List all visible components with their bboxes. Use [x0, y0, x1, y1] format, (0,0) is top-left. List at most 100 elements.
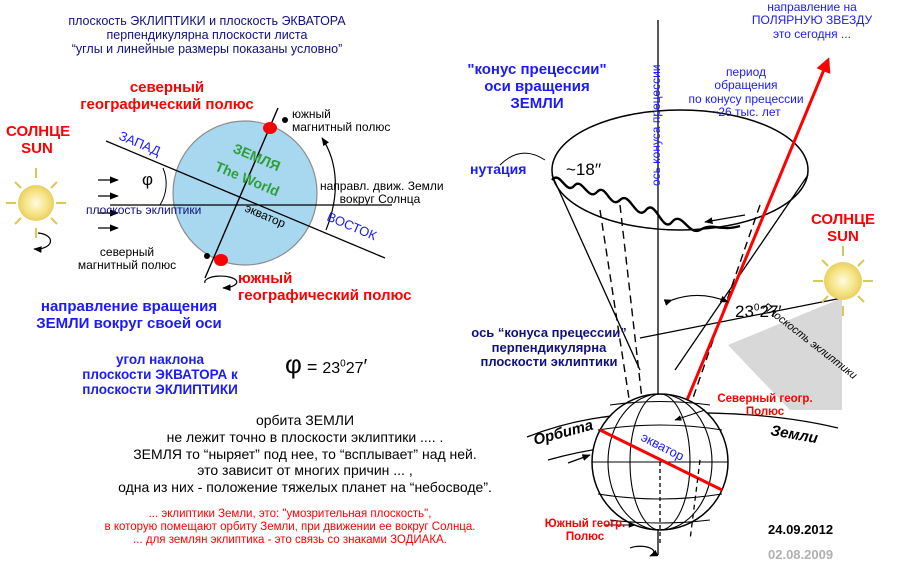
label-line: направление на	[767, 0, 857, 14]
north-pole-pointer	[674, 409, 706, 421]
label-line: направление вращения	[40, 298, 218, 315]
south-geo-pole-dot	[214, 254, 228, 266]
title-line: оси вращения	[484, 77, 590, 95]
tilt-angle-label: угол наклона плоскости ЭКВАТОРА к плоско…	[60, 352, 260, 397]
precession-angle: 23027′	[735, 302, 782, 321]
label-line: ПОЛЯРНУЮ ЗВЕЗДУ	[751, 13, 873, 28]
label-line: ЗЕМЛИ вокруг своей оси	[36, 314, 222, 332]
orbit-word-1: Орбита	[532, 417, 595, 449]
period-label: период обращения по конусу прецессии ~26…	[668, 65, 824, 120]
label-line: южный	[238, 270, 293, 287]
sunlight-arrows	[98, 176, 119, 232]
right-sun-label: СОЛНЦЕ SUN	[800, 211, 886, 246]
label-line: по конусу прецессии	[688, 91, 804, 106]
label-line: магнитный полюс	[292, 120, 391, 135]
label-line: угол наклона	[115, 352, 205, 367]
label-line: Полюс	[745, 405, 785, 418]
note-line: ... эклиптики Земли, это: "умозрительная…	[148, 508, 432, 520]
precession-rotation-arrow	[704, 214, 746, 225]
header-line: “углы и линейные размеры показаны условн…	[71, 42, 343, 56]
formula-prime: ′	[363, 356, 368, 378]
formula-phi: φ	[285, 349, 302, 379]
header-line: плоскость ЭКЛИПТИКИ и плоскость ЭКВАТОРА	[68, 14, 346, 28]
north-mag-pole-label: северный магнитный полюс	[52, 245, 202, 273]
note-line: это зависит от многих причин ... ,	[197, 462, 413, 479]
cone-axis-vertical-label: ось конуса прецессии	[649, 65, 663, 186]
label-line: вокруг Солнца	[339, 192, 421, 207]
globe-rotation-arrow	[629, 545, 659, 557]
date-old: 02.08.2009	[768, 547, 834, 562]
nutation-pointer	[499, 152, 546, 166]
tilt-formula: φ = 23027′	[285, 349, 368, 379]
north-geo-pole-label: северный географический полюс	[52, 79, 282, 114]
label-line: направл. движ. Земли	[320, 179, 444, 193]
label-line: географический полюс	[80, 95, 254, 113]
tilt-angle-arc	[663, 294, 729, 306]
label-line: северный	[99, 245, 155, 259]
left-sun-label: СОЛНЦЕ SUN	[6, 123, 71, 158]
label-line: SUN	[827, 227, 859, 245]
south-mag-pole-label: южный магнитный полюс	[292, 107, 391, 135]
right-globe	[591, 393, 729, 545]
phi-angle-arc	[159, 167, 167, 206]
formula-minutes: 27	[345, 360, 364, 377]
label-line: ~26 тыс. лет	[711, 105, 781, 120]
label-line: СОЛНЦЕ	[6, 123, 71, 140]
earth-axis	[204, 107, 279, 279]
nutation-angle: ~18′′	[566, 160, 602, 179]
north-mag-pole-dot	[204, 253, 210, 259]
earth-globe	[172, 120, 318, 266]
cone-side-left	[551, 174, 641, 371]
orbit-word-2: Земли	[769, 422, 819, 447]
header-line: перпендикулярна плоскости листа	[106, 28, 308, 42]
sun-direction-line	[639, 297, 843, 339]
note-line: ... для землян эклиптика - это связь со …	[133, 533, 447, 546]
formula-degree-sign: 0	[340, 358, 346, 370]
label-line: обращения	[714, 78, 778, 93]
south-geo-pole-label: южный географический полюс	[238, 270, 412, 305]
cone-title: "конус прецессии" оси вращения ЗЕМЛИ	[442, 61, 632, 112]
formula-equals: =	[301, 357, 323, 377]
label-line: СОЛНЦЕ	[810, 211, 876, 228]
title-line: ЗЕМЛИ	[510, 94, 564, 112]
note-line: орбита ЗЕМЛИ	[255, 412, 355, 428]
label-line: Полюс	[565, 530, 605, 543]
label-line: Южный геогр.	[544, 518, 626, 530]
angle-prime: ′	[778, 302, 782, 321]
label-line: магнитный полюс	[77, 258, 177, 273]
angle-degrees: 23	[735, 302, 754, 321]
angle-degree-sign: 0	[753, 302, 760, 314]
polaris-label: направление на ПОЛЯРНУЮ ЗВЕЗДУ это сегод…	[724, 0, 900, 41]
title-line: "конус прецессии"	[467, 61, 607, 78]
label-line: период	[726, 65, 766, 79]
orbit-arrow	[567, 454, 591, 464]
south-mag-pole-dot	[282, 117, 288, 123]
ecliptic-plane-label-left: плоскость эклиптики	[86, 203, 202, 217]
right-sun-icon	[813, 246, 873, 316]
precession-cone-rim	[551, 109, 809, 231]
earth-rotation-arrow	[204, 275, 238, 291]
label-line: южный	[292, 107, 331, 121]
sun-rotation-arrow	[33, 232, 52, 253]
label-line: Северный геогр.	[717, 393, 813, 405]
note-line: не лежит точно в плоскости эклиптики ...…	[166, 428, 444, 445]
earth-motion-arrow	[321, 137, 336, 231]
date-current: 24.09.2012	[768, 522, 834, 537]
label-line: плоскости ЭКВАТОРА к	[82, 367, 238, 383]
label-line: ось “конуса прецессии”	[471, 325, 627, 340]
nutation-wave	[551, 176, 741, 233]
north-geo-pole-dot	[263, 122, 277, 134]
cone-axis-note: ось “конуса прецессии” перпендикулярна п…	[424, 325, 674, 370]
earth-motion-label: направл. движ. Земли вокруг Солнца	[320, 179, 444, 207]
label-line: плоскости ЭКЛИПТИКИ	[82, 382, 238, 398]
nutation-label: нутация	[470, 161, 527, 177]
rotation-direction-label: направление вращения ЗЕМЛИ вокруг своей …	[14, 298, 244, 333]
equator-line	[105, 140, 386, 259]
note-line: одна из них - положение тяжелых планет н…	[118, 479, 492, 496]
label-line: SUN	[21, 139, 53, 157]
orbit-note: орбита ЗЕМЛИ не лежит точно в плоскости …	[80, 412, 530, 496]
phi-label: φ	[142, 170, 154, 189]
east-label: ВОСТОК	[325, 209, 379, 243]
